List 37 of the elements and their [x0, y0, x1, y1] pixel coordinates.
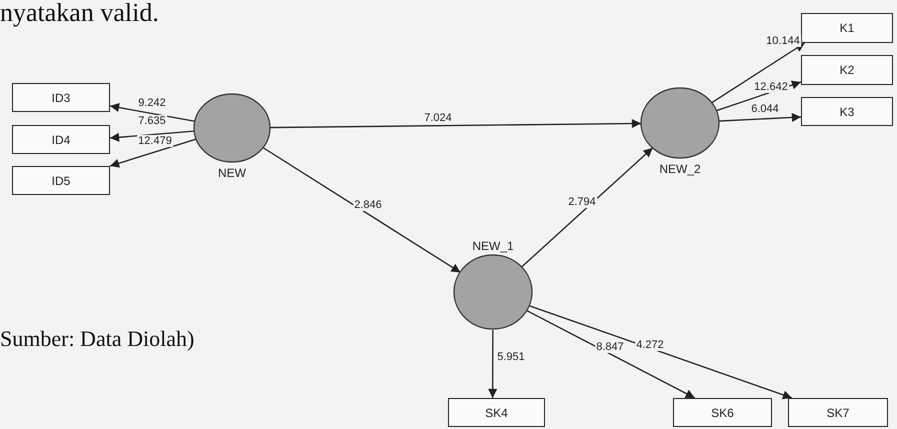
path-coefficient: 7.635	[137, 115, 167, 127]
arrow	[262, 147, 461, 274]
path-coefficient: 6.044	[750, 103, 780, 115]
indicator-box: SK7	[788, 398, 888, 427]
indicator-box: SK6	[673, 398, 772, 427]
arrow	[526, 310, 696, 399]
indicator-box: K3	[801, 97, 893, 126]
indicator-box: ID4	[12, 125, 110, 154]
arrow	[529, 305, 792, 400]
node-label: NEW	[217, 165, 247, 181]
indicator-box: SK4	[448, 398, 545, 427]
path-coefficient: 7.024	[423, 112, 453, 124]
path-coefficient: 2.794	[567, 196, 597, 208]
body-text: Sumber: Data Diolah)	[0, 326, 194, 352]
path-coefficient: 9.242	[137, 97, 167, 109]
indicator-box: K1	[801, 13, 893, 43]
arrow	[711, 42, 806, 104]
arrow	[488, 330, 498, 398]
path-coefficient: 12.642	[753, 81, 789, 93]
node-label: NEW_2	[658, 161, 702, 177]
body-text: nyatakan valid.	[0, 0, 159, 28]
path-coefficient: 2.846	[353, 199, 383, 211]
arrow	[110, 130, 194, 142]
path-coefficient: 10.144	[765, 35, 801, 47]
arrow	[718, 112, 802, 122]
path-coefficient: 8.847	[595, 341, 625, 353]
arrow	[520, 147, 654, 268]
indicator-box: K2	[801, 55, 893, 85]
path-coefficient: 4.272	[635, 339, 665, 351]
path-coefficient: 5.951	[496, 351, 526, 363]
indicator-box: ID5	[12, 166, 110, 195]
arrow	[270, 118, 642, 128]
arrow	[110, 103, 195, 122]
path-coefficient: 12.479	[137, 135, 173, 147]
arrow	[110, 138, 196, 168]
node-label: NEW_1	[471, 238, 515, 254]
indicator-box: ID3	[12, 83, 110, 112]
